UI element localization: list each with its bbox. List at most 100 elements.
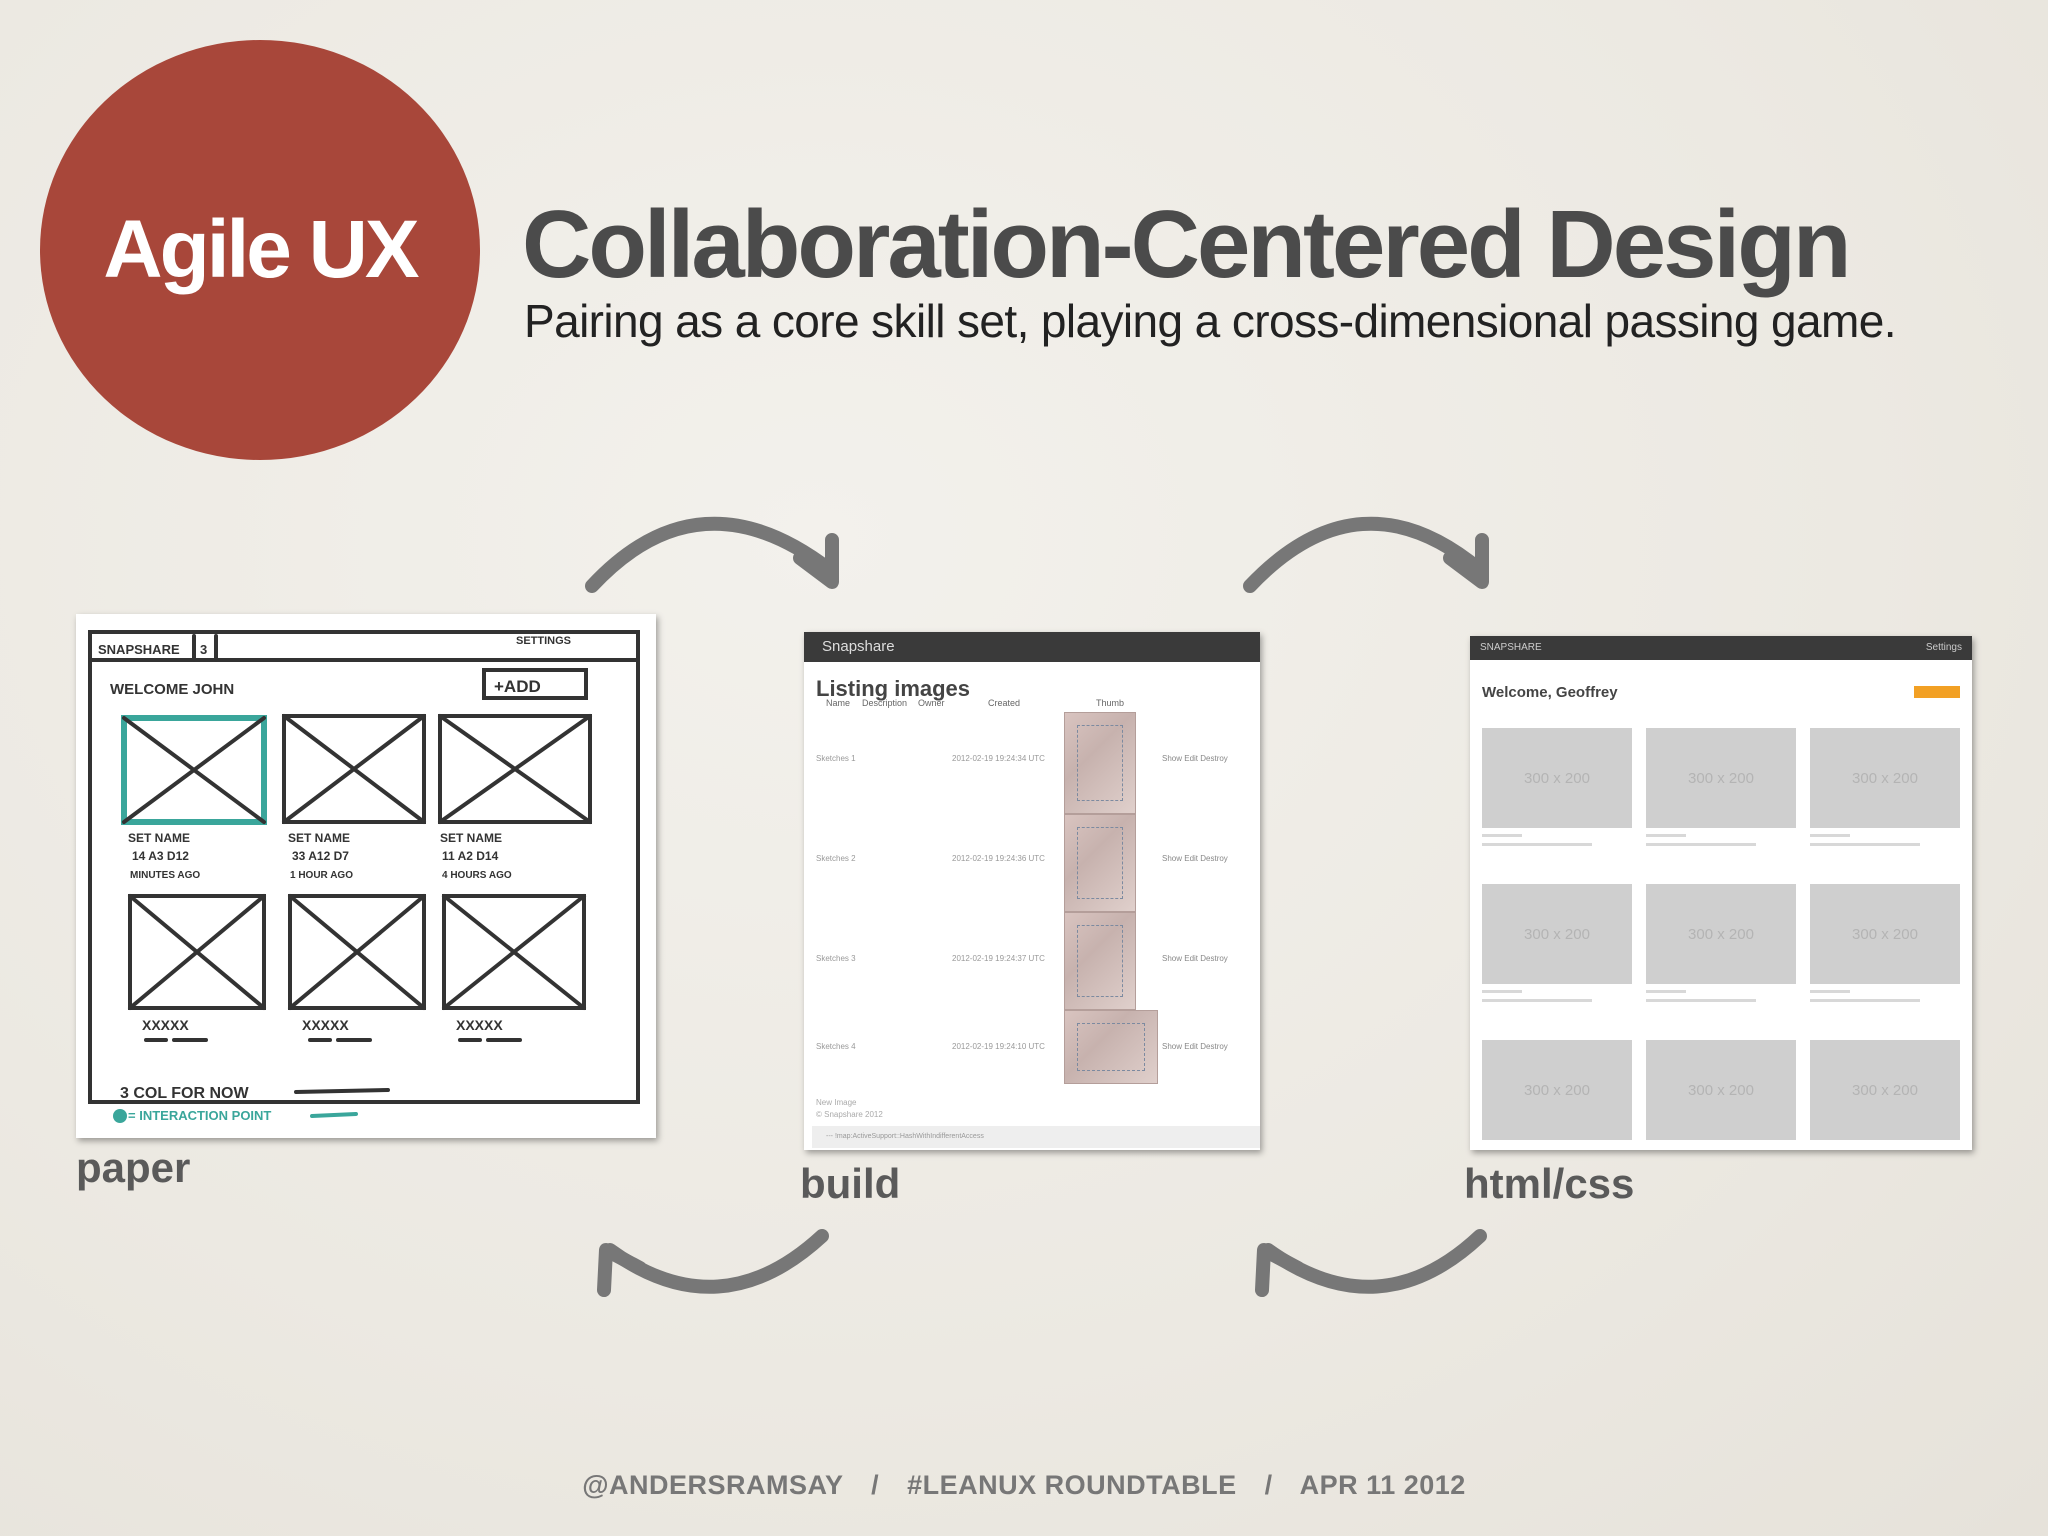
badge-label: Agile UX [103, 204, 419, 295]
sketch-meta-2: 33 A12 D7 [292, 849, 349, 863]
sketch-meta-1: 14 A3 D12 [132, 849, 189, 863]
html-top-bar: SNAPSHARE Settings [1470, 636, 1972, 660]
build-row-name: Sketches 2 [816, 854, 856, 863]
build-debug-console: --- !map:ActiveSupport::HashWithIndiffer… [812, 1126, 1260, 1148]
build-row-created: 2012-02-19 19:24:34 UTC [952, 754, 1045, 763]
html-css-screenshot-panel: SNAPSHARE Settings Welcome, Geoffrey 300… [1470, 636, 1972, 1150]
sketch-set-name-3: SET NAME [440, 831, 502, 845]
build-col-name: Name [826, 698, 851, 708]
html-card[interactable]: 300 x 200 [1646, 728, 1796, 868]
interaction-point-dot [113, 1109, 127, 1123]
arrow-build-to-html [1243, 516, 1487, 593]
arrow-paper-to-build [585, 516, 837, 593]
html-card[interactable]: 300 x 200 [1646, 884, 1796, 1024]
sketch-caption-3: XXXXX [456, 1017, 503, 1033]
build-row-name: Sketches 4 [816, 1042, 856, 1051]
html-card[interactable]: 300 x 200 [1810, 884, 1960, 1024]
build-row-actions[interactable]: Show Edit Destroy [1162, 754, 1228, 763]
build-app-bar: Snapshare [804, 632, 1260, 662]
build-col-created: Created [988, 698, 1021, 708]
image-placeholder: 300 x 200 [1810, 1040, 1960, 1140]
build-col-thumb: Thumb [1096, 698, 1125, 708]
slide-title: Collaboration-Centered Design [522, 191, 1851, 298]
caption-paper: paper [76, 1144, 191, 1191]
html-card[interactable]: 300 x 200 [1810, 728, 1960, 868]
card-line [1646, 999, 1756, 1002]
image-placeholder: 300 x 200 [1646, 884, 1796, 984]
html-card[interactable]: 300 x 200 [1482, 1040, 1632, 1150]
footer-tag: #LEANUX ROUNDTABLE [907, 1470, 1237, 1500]
image-placeholder: 300 x 200 [1810, 884, 1960, 984]
card-line [1810, 990, 1850, 993]
card-line [1810, 834, 1850, 837]
build-row-created: 2012-02-19 19:24:36 UTC [952, 854, 1045, 863]
card-line [1482, 990, 1522, 993]
image-placeholder: 300 x 200 [1482, 1040, 1632, 1140]
sketch-tab: 3 [200, 642, 207, 657]
build-thumbnail [1064, 1010, 1158, 1084]
build-row-actions[interactable]: Show Edit Destroy [1162, 954, 1228, 963]
build-row-created: 2012-02-19 19:24:37 UTC [952, 954, 1045, 963]
caption-build: build [800, 1160, 901, 1207]
paper-sketch-panel: SNAPSHARE 3 SETTINGS WELCOME JOHN +ADD S… [76, 614, 656, 1138]
sketch-meta-3: 11 A2 D14 [442, 849, 499, 863]
build-thumbnail [1064, 814, 1136, 912]
build-col-owner: Owner [918, 698, 945, 708]
sketch-note-interaction: = INTERACTION POINT [128, 1108, 271, 1123]
sketch-set-name-1: SET NAME [128, 831, 190, 845]
html-settings-link[interactable]: Settings [1925, 642, 1962, 653]
card-line [1646, 834, 1686, 837]
html-welcome: Welcome, Geoffrey [1482, 684, 1618, 701]
html-card[interactable]: 300 x 200 [1482, 728, 1632, 868]
wireframe-sketch: SNAPSHARE 3 SETTINGS WELCOME JOHN +ADD S… [88, 630, 640, 1123]
slide-footer: @ANDERSRAMSAY / #LEANUX ROUNDTABLE / APR… [0, 1470, 2048, 1501]
footer-handle: @ANDERSRAMSAY [582, 1470, 844, 1500]
sketch-time-2: 1 HOUR AGO [290, 870, 353, 881]
footer-separator: / [871, 1470, 880, 1500]
sketch-add: +ADD [494, 677, 541, 696]
card-line [1482, 843, 1592, 846]
html-add-button[interactable] [1914, 686, 1960, 698]
html-card[interactable]: 300 x 200 [1646, 1040, 1796, 1150]
sketch-settings: SETTINGS [516, 635, 571, 647]
image-placeholder: 300 x 200 [1482, 884, 1632, 984]
card-line [1810, 999, 1920, 1002]
build-copyright: © Snapshare 2012 [816, 1110, 883, 1119]
slide-subtitle: Pairing as a core skill set, playing a c… [524, 295, 1897, 347]
card-line [1810, 843, 1920, 846]
image-placeholder: 300 x 200 [1482, 728, 1632, 828]
image-placeholder: 300 x 200 [1810, 728, 1960, 828]
caption-html-css: html/css [1464, 1160, 1635, 1207]
build-screenshot-panel: Snapshare Listing images Name Descriptio… [804, 632, 1260, 1150]
sketch-welcome: WELCOME JOHN [110, 681, 234, 698]
sketch-caption-1: XXXXX [142, 1017, 189, 1033]
sketch-note-columns: 3 COL FOR NOW [120, 1085, 249, 1102]
build-row-name: Sketches 1 [816, 754, 856, 763]
build-heading: Listing images [816, 676, 971, 701]
html-brand[interactable]: SNAPSHARE [1480, 642, 1542, 653]
build-row-actions[interactable]: Show Edit Destroy [1162, 854, 1228, 863]
sketch-set-name-2: SET NAME [288, 831, 350, 845]
sketch-time-1: MINUTES AGO [130, 870, 200, 881]
sketch-time-3: 4 HOURS AGO [442, 870, 512, 881]
card-line [1646, 843, 1756, 846]
footer-date: APR 11 2012 [1299, 1470, 1466, 1500]
build-row-created: 2012-02-19 19:24:10 UTC [952, 1042, 1045, 1051]
footer-separator: / [1264, 1470, 1273, 1500]
html-card[interactable]: 300 x 200 [1482, 884, 1632, 1024]
sketch-caption-2: XXXXX [302, 1017, 349, 1033]
build-thumbnail [1064, 712, 1136, 814]
build-thumbnail [1064, 912, 1136, 1010]
html-card[interactable]: 300 x 200 [1810, 1040, 1960, 1150]
card-line [1646, 990, 1686, 993]
card-line [1482, 999, 1592, 1002]
build-row-actions[interactable]: Show Edit Destroy [1162, 1042, 1228, 1051]
build-row-name: Sketches 3 [816, 954, 856, 963]
agile-ux-badge: Agile UX [40, 40, 480, 460]
build-new-link[interactable]: New Image [816, 1098, 857, 1107]
card-line [1482, 834, 1522, 837]
build-col-description: Description [862, 698, 908, 708]
sketch-app-name: SNAPSHARE [98, 642, 180, 657]
image-placeholder: 300 x 200 [1646, 1040, 1796, 1140]
